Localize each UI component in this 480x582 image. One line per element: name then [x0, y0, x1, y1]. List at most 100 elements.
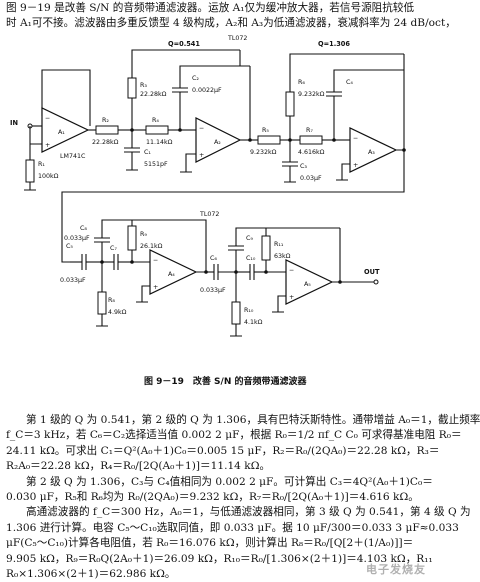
svg-text:−: −	[45, 115, 50, 122]
body-line: f_C＝3 kHz，若 C₆＝C₂选择适当值 0.002 2 μF，根据 R₀＝…	[6, 429, 462, 442]
c6-label: C₆	[210, 255, 217, 262]
r5-label: R₅	[262, 127, 269, 134]
body-line: 1.306 进行计算。电容 C₅～C₁₀选取同值，即 0.033 μF。据 10…	[6, 521, 459, 534]
capacitor-c1	[124, 147, 140, 153]
c1-value: 5151pF	[144, 161, 168, 168]
body-line: R₀×1.306×(2＋1)＝62.986 kΩ。	[6, 568, 176, 581]
r9-label: R₉	[140, 231, 147, 238]
out-terminal	[373, 279, 379, 285]
a5-label: A₅	[304, 281, 311, 288]
capacitor-c4	[326, 91, 342, 97]
intro-line: 时 A₁可不接。滤波器由多重反馈型 4 级构成，A₂和 A₃为低通滤波器，衰减斜…	[6, 17, 456, 30]
capacitor-c6	[213, 264, 219, 280]
resistor-r10	[231, 301, 241, 325]
resistor-r5	[257, 135, 281, 145]
svg-text:−: −	[199, 125, 204, 132]
capacitor-c2	[172, 87, 188, 93]
q-value-stage2: Q=1.306	[318, 40, 350, 48]
r1-value: 100kΩ	[38, 173, 59, 180]
svg-text:+: +	[199, 152, 204, 159]
op-amp-a5	[285, 259, 334, 305]
svg-text:−: −	[289, 267, 294, 274]
op-amp-a1	[41, 107, 90, 153]
c8-label: C₈	[80, 225, 87, 232]
capacitor-c7	[113, 254, 119, 270]
c7-label: C₇	[110, 245, 117, 252]
chip-label-2: TL072	[199, 211, 219, 218]
op-amp-a3	[349, 127, 398, 173]
intro-line: 图 9－19 是改善 S/N 的音频带通滤波器。运放 A₁仅为缓冲放大器，若信号…	[6, 2, 415, 14]
svg-text:+: +	[153, 284, 158, 291]
svg-text:+: +	[289, 294, 294, 301]
r11-label: R₁₁	[274, 241, 284, 248]
body-line: μF(C₅～C₁₀)计算各电阻值，若 R₀＝16.076 kΩ，则计算出 R₈＝…	[6, 537, 414, 550]
capacitor-c9	[228, 245, 244, 251]
in-label: IN	[10, 119, 18, 127]
r7-value: 4.616kΩ	[298, 149, 325, 156]
watermark: 电子发烧友	[366, 563, 426, 576]
body-line: 9.905 kΩ，R₉＝R₀Q(2A₀＋1)＝26.09 kΩ，R₁₀＝R₀/[…	[6, 552, 433, 565]
a1-label: A₁	[58, 129, 65, 136]
body-line: 0.030 μF，R₅和 R₆均为 R₀/(2QA₀)＝9.232 kΩ，R₇＝…	[6, 491, 419, 504]
svg-text:−: −	[153, 257, 158, 264]
a4-label: A₄	[168, 271, 175, 278]
resistor-r1	[25, 159, 35, 183]
r9-value: 26.1kΩ	[140, 243, 163, 250]
r5-value: 9.232kΩ	[250, 149, 277, 156]
svg-text:−: −	[353, 135, 358, 142]
capacitor-c10	[249, 264, 255, 280]
r11-value: 63kΩ	[274, 253, 291, 260]
figure-caption: 图 9－19 改善 S/N 的音频带通滤波器	[144, 375, 307, 387]
c2-value: 0.0022μF	[192, 87, 222, 94]
body-text: 第 1 级的 Q 为 0.541，第 2 级的 Q 为 1.306，具有巴特沃斯…	[6, 413, 480, 582]
capacitor-c8	[94, 237, 110, 243]
resistor-r11	[261, 235, 271, 261]
c10-label: C₁₀	[246, 255, 256, 262]
r3-value: 22.28kΩ	[140, 91, 167, 98]
c6-value: 0.033μF	[200, 287, 226, 294]
r8-value: 4.9kΩ	[108, 309, 127, 316]
r8-label: R₈	[108, 297, 115, 304]
body-line: 第 2 级 Q 为 1.306，C₃与 C₄值相同为 0.002 2 μF。可计…	[26, 475, 433, 488]
out-label: OUT	[364, 268, 380, 276]
c8-value: 0.033μF	[64, 235, 90, 242]
c3-value: 0.03μF	[300, 175, 322, 182]
resistor-r9	[127, 225, 137, 251]
c1-label: C₁	[144, 149, 151, 156]
c4-label: C₄	[346, 79, 353, 86]
r10-label: R₁₀	[244, 307, 254, 314]
r2-value: 22.28kΩ	[92, 139, 119, 146]
svg-text:+: +	[353, 162, 358, 169]
op-amp-a2	[195, 117, 242, 163]
c5-label: C₅	[66, 243, 73, 250]
capacitor-c3	[282, 161, 298, 167]
q-value-stage1: Q=0.541	[168, 40, 200, 48]
body-line: R₂A₀＝22.28 kΩ，R₄＝R₀/[2Q(A₀＋1)]＝11.14 kΩ。	[6, 460, 271, 473]
chip-label-1: TL072	[227, 35, 247, 42]
capacitor-c5	[81, 254, 87, 270]
c9-label: C₉	[246, 235, 253, 242]
lm741c-label: LM741C	[60, 153, 86, 160]
op-amp-a4	[149, 249, 198, 295]
r1-label: R₁	[38, 161, 45, 168]
r3-label: R₃	[140, 82, 147, 89]
r10-value: 4.1kΩ	[244, 319, 263, 326]
body-line: 第 1 级的 Q 为 0.541，第 2 级的 Q 为 1.306，具有巴特沃斯…	[26, 414, 480, 426]
c5-value: 0.033μF	[60, 277, 86, 284]
c2-label: C₂	[192, 75, 199, 82]
body-line: 高通滤波器的 f_C＝300 Hz，A₀＝1，与低通滤波器相同，第 3 级 Q …	[26, 506, 471, 519]
svg-text:+: +	[45, 142, 50, 149]
r6-value: 9.232kΩ	[298, 91, 325, 98]
r2-label: R₂	[102, 117, 109, 124]
r6-label: R₆	[298, 79, 305, 86]
resistor-r6	[285, 91, 295, 117]
intro-paragraph: 图 9－19 是改善 S/N 的音频带通滤波器。运放 A₁仅为缓冲放大器，若信号…	[6, 1, 456, 32]
r7-label: R₇	[306, 127, 313, 134]
resistor-r8	[97, 291, 107, 315]
r4-value: 11.14kΩ	[146, 139, 173, 146]
r4-label: R₄	[152, 117, 159, 124]
resistor-r4	[145, 125, 169, 135]
body-line: 24.11 kΩ。可求出 C₁＝Q²(A₀＋1)C₀＝0.005 15 μF，R…	[6, 444, 440, 457]
bandpass-filter-circuit: IN − + A₁ LM741C R₁ 100kΩ R₂ 22.28kΩ R₃ …	[10, 35, 406, 387]
resistor-r2	[95, 125, 119, 135]
